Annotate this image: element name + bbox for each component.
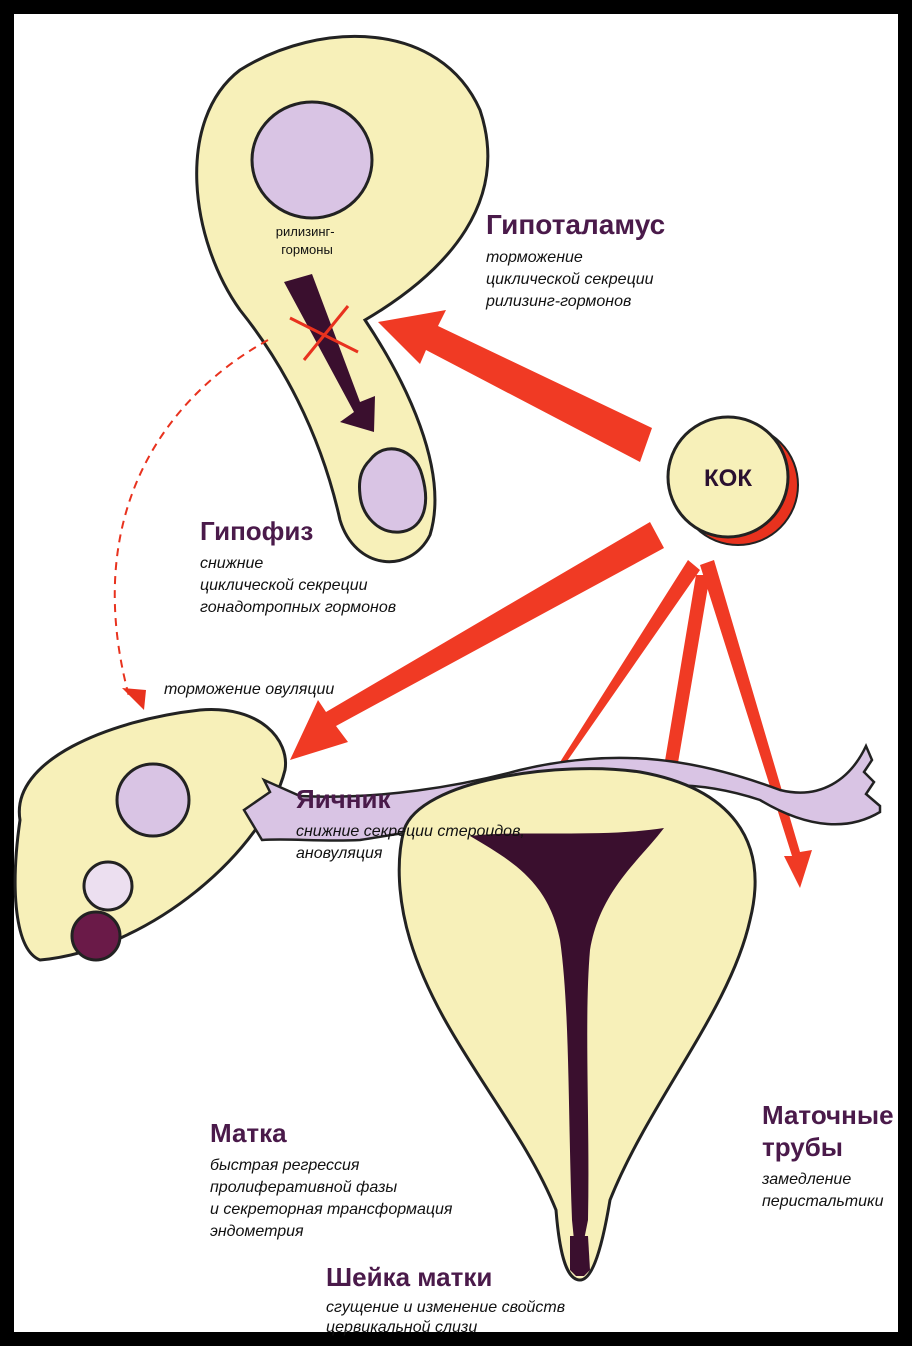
uterus-desc-2: пролиферативной фазы xyxy=(210,1179,397,1196)
cervix-canal xyxy=(570,1236,590,1276)
pituitary-desc-2: циклической секреции xyxy=(200,577,368,594)
tubes-desc-1: замедление xyxy=(761,1171,851,1188)
uterus-desc-1: быстрая регрессия xyxy=(210,1157,360,1174)
tubes-title-1: Маточные xyxy=(762,1100,894,1130)
uterus-desc-3: и секреторная трансформация xyxy=(210,1201,453,1218)
kok-label: КОК xyxy=(704,465,752,492)
tubes-title-2: трубы xyxy=(762,1132,843,1162)
releasing-hormones-label-1: рилизинг- xyxy=(276,224,335,239)
ovary-follicle-large xyxy=(117,764,189,836)
pituitary-lobe xyxy=(359,449,425,532)
ovulation-inhibition-label: торможение овуляции xyxy=(164,681,334,698)
hypothalamus-desc-1: торможение xyxy=(486,249,583,266)
cervix-desc-1: сгущение и изменение свойств xyxy=(326,1299,565,1316)
releasing-hormones-label-2: гормоны xyxy=(281,242,333,257)
uterus-title: Матка xyxy=(210,1118,287,1148)
pituitary-title: Гипофиз xyxy=(200,516,313,546)
tubes-desc-2: перистальтики xyxy=(762,1193,884,1210)
ovary-title: Яичник xyxy=(296,784,391,814)
cervix-desc-2: цервикальной слизи xyxy=(326,1319,477,1336)
cervix-title: Шейка матки xyxy=(326,1262,492,1292)
ovary-follicle-small xyxy=(84,862,132,910)
hypothalamus-desc-2: циклической секреции xyxy=(486,271,654,288)
ovary-corpus xyxy=(72,912,120,960)
hypothalamus-desc-3: рилизинг-гормонов xyxy=(485,293,631,310)
uterus-desc-4: эндометрия xyxy=(210,1223,304,1240)
ovary-desc-1: снижние секреции стероидов, xyxy=(296,823,525,840)
pituitary-desc-3: гонадотропных гормонов xyxy=(200,599,396,616)
hypothalamus-nucleus xyxy=(252,102,372,218)
ovary-desc-2: ановуляция xyxy=(296,845,383,862)
pituitary-desc-1: снижние xyxy=(200,555,263,572)
hypothalamus-title: Гипоталамус xyxy=(486,209,665,240)
